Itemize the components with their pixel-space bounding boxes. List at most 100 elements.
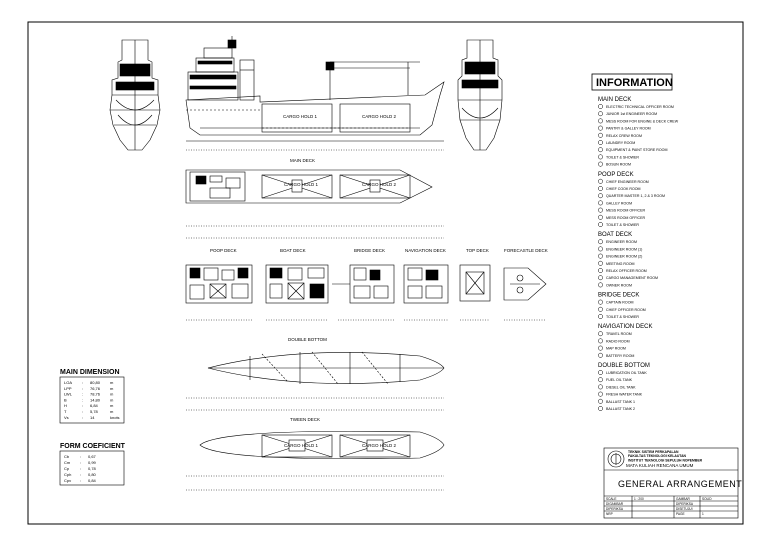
double-bottom-plan bbox=[207, 351, 445, 385]
main-deck-title: MAIN DECK bbox=[290, 158, 315, 163]
info-section-title: DOUBLE BOTTOM bbox=[598, 363, 650, 369]
title-block-cell: 1 : 200 bbox=[634, 497, 644, 501]
info-item-marker-icon bbox=[598, 306, 603, 312]
profile-frame-scale bbox=[186, 140, 444, 151]
title-block-cell: DISETUJUI bbox=[676, 507, 693, 511]
info-item-marker-icon bbox=[598, 140, 603, 145]
coefficient-label: Cph bbox=[64, 472, 71, 477]
dimension-unit: m bbox=[110, 380, 114, 385]
dimension-unit: knots bbox=[110, 415, 120, 420]
info-item: RADIO ROOM bbox=[606, 339, 630, 343]
info-item: TRAVEL ROOM bbox=[606, 332, 632, 336]
info-item-marker-icon bbox=[598, 154, 603, 160]
info-item-marker-icon bbox=[598, 370, 603, 375]
poop-deck-plan bbox=[185, 264, 253, 304]
coefficient-sep: : bbox=[80, 472, 81, 477]
info-item-marker-icon bbox=[598, 345, 603, 351]
info-item-marker-icon bbox=[598, 282, 603, 288]
coefficient-sep: : bbox=[80, 466, 81, 471]
info-item: CHIEF COOK ROOM bbox=[606, 187, 641, 191]
dimension-label: LOA bbox=[64, 380, 72, 385]
profile-cargo-1: CARGO HOLD 1 bbox=[283, 114, 318, 119]
info-item: MAP ROOM bbox=[606, 347, 626, 351]
dimension-value: 78,76 bbox=[90, 392, 101, 397]
title-block-cell: PAGE bbox=[676, 512, 685, 516]
navigation-deck-plan bbox=[403, 264, 449, 304]
info-item-marker-icon bbox=[598, 314, 603, 319]
coefficient-label: Cpv bbox=[64, 478, 71, 483]
coefficient-sep: : bbox=[80, 454, 81, 459]
aft-body-plan bbox=[109, 39, 161, 151]
info-section-title: MAIN DECK bbox=[598, 97, 631, 103]
title-block-institution-line: INSTITUT TEKNOLOGI SEPULUH NOPEMBER bbox=[628, 458, 703, 462]
main-dimension-heading: MAIN DIMENSION bbox=[60, 369, 120, 376]
dimension-value: 14 bbox=[90, 415, 95, 420]
info-item: BALLAST TANK 2 bbox=[606, 407, 635, 411]
dimension-label: LWL bbox=[64, 392, 73, 397]
info-item-marker-icon bbox=[598, 161, 603, 167]
info-item: ENGINEER ROOM (2) bbox=[606, 255, 642, 259]
dimension-value: 14,80 bbox=[90, 397, 101, 402]
title-block-cell: NRP bbox=[606, 512, 613, 516]
bridge-deck-title: BRIDGE DECK bbox=[354, 248, 385, 253]
info-item: ENGINEER ROOM bbox=[606, 240, 637, 244]
info-item: PANTRY & GALLEY ROOM bbox=[606, 127, 651, 131]
fore-body-plan bbox=[457, 39, 503, 151]
coefficient-label: Cb bbox=[64, 454, 70, 459]
info-item-marker-icon bbox=[598, 214, 603, 220]
dimension-sep: : bbox=[82, 409, 83, 414]
double-bottom-title: DOUBLE BOTTOM bbox=[288, 337, 327, 342]
info-item-marker-icon bbox=[598, 147, 603, 153]
info-item: MEETING ROOM bbox=[606, 262, 635, 266]
info-item: CHIEF OFFICER ROOM bbox=[606, 308, 646, 312]
boat-deck-title: BOAT DECK bbox=[280, 248, 306, 253]
forecastle-deck-plan bbox=[503, 267, 547, 301]
info-item-marker-icon bbox=[598, 193, 603, 199]
info-item-marker-icon bbox=[598, 377, 603, 383]
info-item-marker-icon bbox=[598, 178, 603, 184]
info-item: QUARTER MASTER 1, 2 & 3 ROOM bbox=[606, 194, 665, 198]
coefficient-sep: : bbox=[80, 478, 81, 483]
info-item: BATTERY ROOM bbox=[606, 354, 634, 358]
title-block bbox=[603, 447, 739, 519]
info-item: BALLAST TANK 1 bbox=[606, 400, 635, 404]
info-section-title: POOP DECK bbox=[598, 172, 634, 178]
dimension-sep: : bbox=[82, 380, 83, 385]
info-item: FRESH WATER TANK bbox=[606, 393, 643, 397]
dimension-label: B bbox=[64, 397, 67, 402]
info-item-marker-icon bbox=[598, 268, 603, 273]
info-item: RELAX OFFICER ROOM bbox=[606, 269, 647, 273]
bridge-deck-plan bbox=[332, 264, 395, 304]
coefficient-value: 0,78 bbox=[88, 466, 97, 471]
tween-cargo-2: CARGO HOLD 2 bbox=[362, 443, 397, 448]
info-item: RELAX CREW ROOM bbox=[606, 134, 642, 138]
info-item: MESS ROOM FOR ENGINE & DECK CREW bbox=[606, 119, 679, 123]
title-block-cell: SOLID bbox=[702, 497, 712, 501]
dimension-sep: : bbox=[82, 386, 83, 391]
dimension-label: H bbox=[64, 403, 67, 408]
info-section-title: BOAT DECK bbox=[598, 232, 632, 238]
dimension-unit: m bbox=[110, 409, 114, 414]
info-item-marker-icon bbox=[598, 222, 603, 227]
tweenn-deck-title: TWEEN DECK bbox=[290, 417, 320, 422]
dimension-unit: m bbox=[110, 397, 114, 402]
title-block-drawing-title: GENERAL ARRANGEMENT bbox=[618, 479, 742, 489]
dimension-value: 5,78 bbox=[90, 409, 99, 414]
dimension-sep: : bbox=[82, 415, 83, 420]
info-item: CAPTAIN ROOM bbox=[606, 301, 634, 305]
title-block-institution-line: TEKNIK SISTEM PERKAPALAN bbox=[628, 450, 679, 454]
info-item-marker-icon bbox=[598, 104, 603, 109]
info-item-marker-icon bbox=[598, 125, 603, 131]
coefficient-value: 0,99 bbox=[88, 460, 97, 465]
title-block-cell: DIPERIKSA bbox=[676, 502, 694, 506]
form-coefficient-heading: FORM COEFICIENT bbox=[60, 443, 126, 450]
title-block-cell: 1 bbox=[702, 512, 704, 516]
info-item-marker-icon bbox=[598, 118, 603, 124]
coefficient-sep: : bbox=[80, 460, 81, 465]
main-deck-frame-scale bbox=[186, 225, 444, 239]
dimension-unit: m bbox=[110, 392, 114, 397]
info-item-marker-icon bbox=[598, 299, 603, 305]
info-item-marker-icon bbox=[598, 207, 603, 213]
tween-deck-plan bbox=[199, 430, 445, 460]
